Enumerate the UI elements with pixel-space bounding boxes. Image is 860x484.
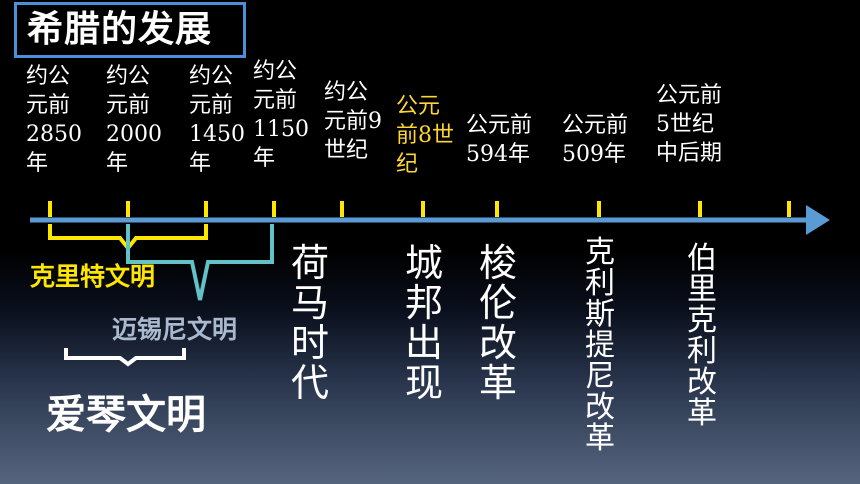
event-solon-reform: 梭伦改革 (478, 241, 517, 405)
date-label-2850bc: 约公 元前 2850 年 (26, 64, 82, 176)
event-city-states: 城邦出现 (404, 241, 443, 405)
civ-label-aegean: 爱琴文明 (46, 392, 206, 438)
event-pericles-reform: 伯里克利改革 (687, 241, 717, 431)
civ-label-crete: 克里特文明 (30, 262, 156, 291)
date-label-5th-century-bc: 公元前 5世纪 中后期 (656, 83, 723, 166)
date-label-2000bc: 约公 元前 2000 年 (106, 64, 162, 176)
aegean-bracket (64, 348, 186, 367)
date-label-509bc: 公元前 509年 (562, 113, 629, 167)
event-homeric-age: 荷马时代 (290, 241, 329, 405)
timeline-ticks (48, 201, 791, 217)
civ-label-mycenae: 迈锡尼文明 (112, 315, 238, 344)
page-title: 希腊的发展 (14, 2, 246, 58)
date-label-1150bc: 约公 元前 1150 年 (253, 59, 309, 171)
event-cleisthenes-reform: 克利斯提尼改革 (585, 235, 615, 456)
date-label-9th-century-bc: 约公 元前9 世纪 (324, 80, 382, 163)
timeline-arrowhead (806, 205, 830, 235)
date-label-1450bc: 约公 元前 1450 年 (189, 64, 245, 176)
mycenae-bracket (126, 224, 274, 301)
date-label-8th-century-bc: 公元 前8世 纪 (396, 94, 454, 177)
date-label-594bc: 公元前 594年 (466, 113, 533, 167)
